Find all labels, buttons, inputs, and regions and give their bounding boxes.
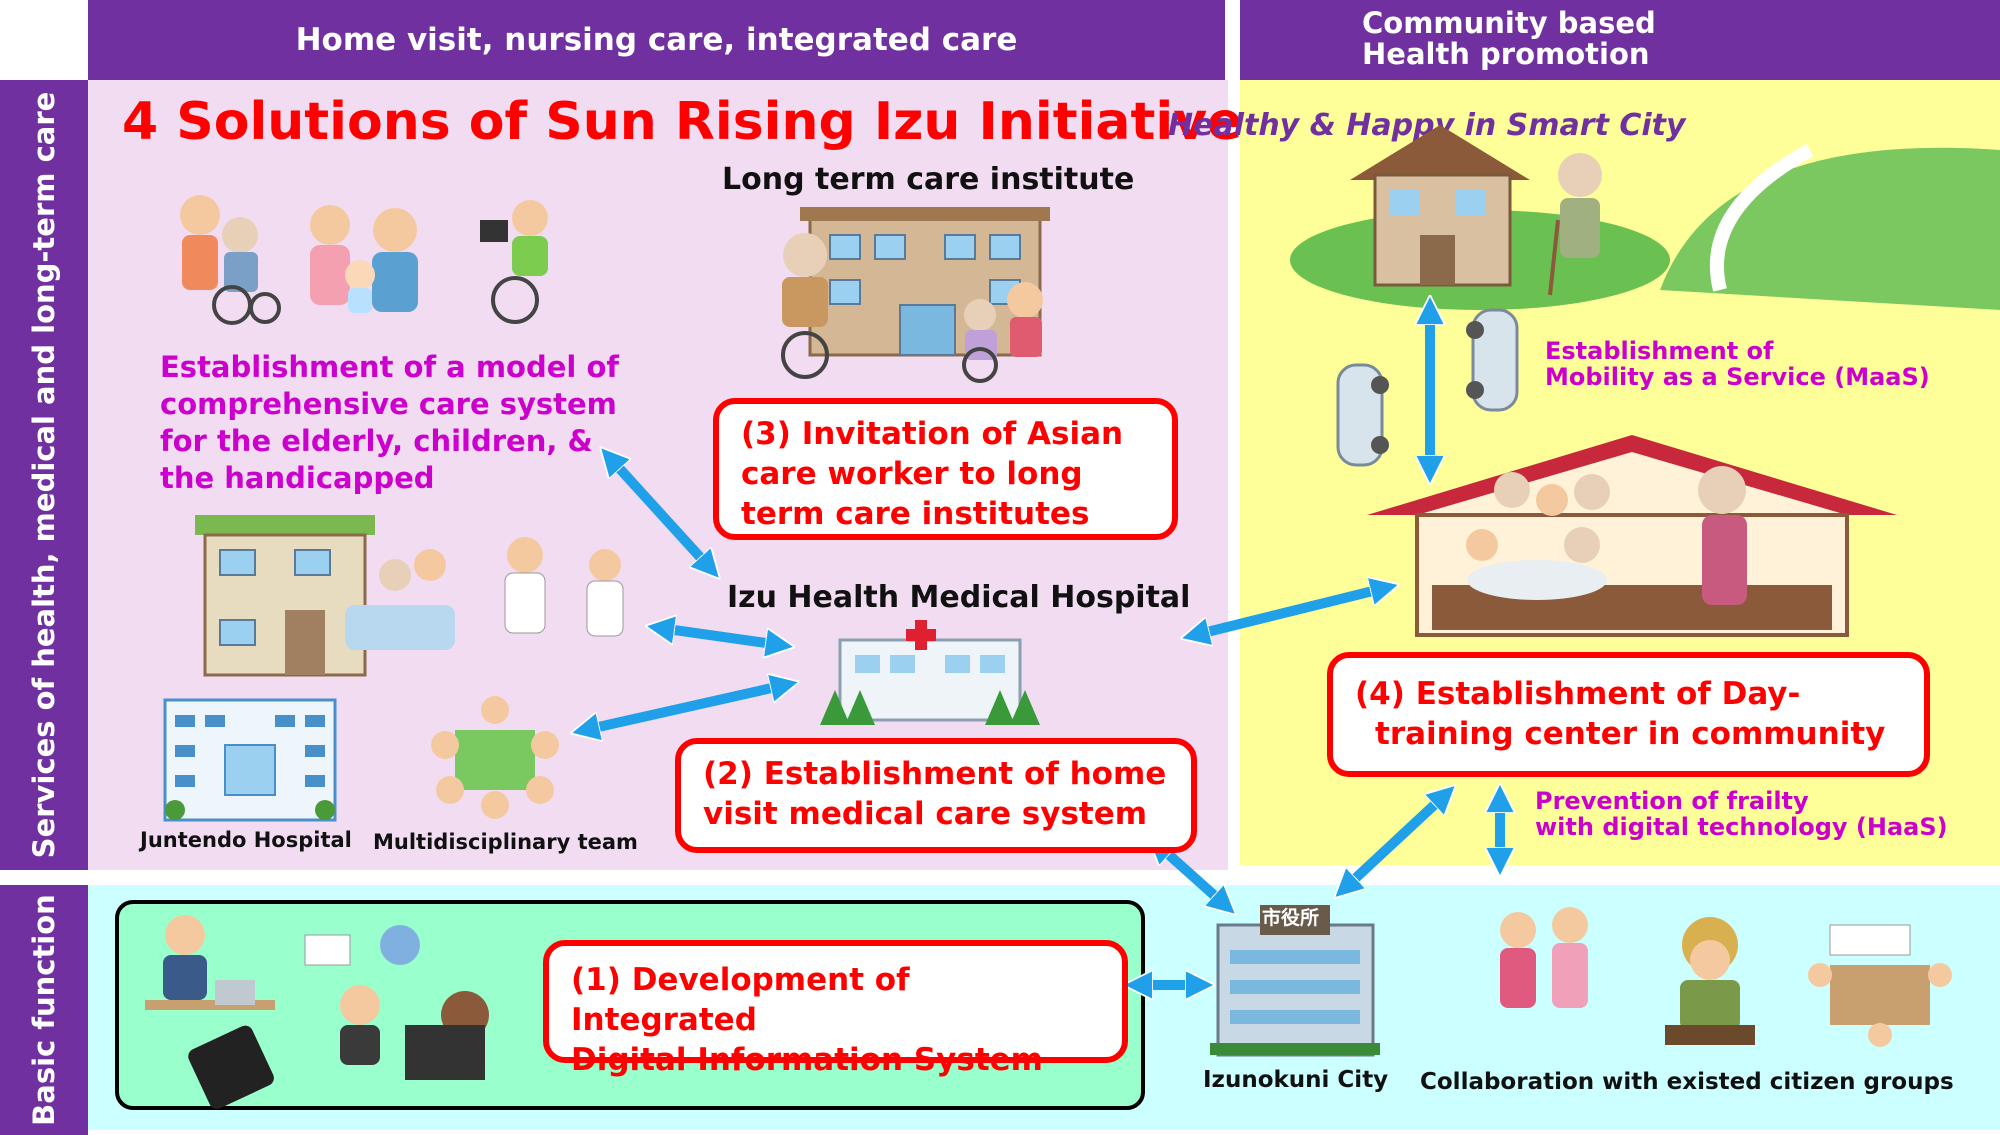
maas-text: Establishment of Mobility as a Service (… bbox=[1545, 338, 1930, 390]
solution-2-line1: (2) Establishment of home bbox=[703, 754, 1169, 794]
model-line4: the handicapped bbox=[160, 460, 619, 497]
solution-2-box: (2) Establishment of home visit medical … bbox=[675, 738, 1197, 853]
model-line2: comprehensive care system bbox=[160, 386, 619, 423]
citizen-groups-label: Collaboration with existed citizen group… bbox=[1420, 1069, 1954, 1095]
arrow-city-daycenter bbox=[1345, 795, 1445, 888]
juntendo-label: Juntendo Hospital bbox=[140, 828, 352, 852]
solution-1-line2: Digital Information System bbox=[571, 1040, 1100, 1080]
care-institute-label: Long term care institute bbox=[722, 162, 1134, 197]
hospital-label: Izu Health Medical Hospital bbox=[727, 580, 1190, 615]
solution-1-box: (1) Development of Integrated Digital In… bbox=[543, 940, 1128, 1063]
arrow-house-hospital bbox=[660, 628, 780, 645]
arrow-team-hospital bbox=[585, 685, 785, 730]
solution-4-box: (4) Establishment of Day- training cente… bbox=[1327, 652, 1930, 777]
solution-4-line1: (4) Establishment of Day- bbox=[1355, 674, 1902, 714]
arrow-hospital-daycenter bbox=[1195, 588, 1385, 635]
model-line1: Establishment of a model of bbox=[160, 349, 619, 386]
arrow-model-hospital bbox=[610, 458, 710, 568]
haas-text: Prevention of frailty with digital techn… bbox=[1535, 788, 1948, 840]
haas-line1: Prevention of frailty bbox=[1535, 788, 1948, 814]
solution-3-line2: care worker to long bbox=[741, 454, 1150, 494]
solution-3-line3: term care institutes bbox=[741, 494, 1150, 534]
model-line3: for the elderly, children, & bbox=[160, 423, 619, 460]
arrow-solution2-city bbox=[1158, 845, 1225, 905]
solution-1-line1: (1) Development of Integrated bbox=[571, 960, 1100, 1040]
maas-line2: Mobility as a Service (MaaS) bbox=[1545, 364, 1930, 390]
solution-3-box: (3) Invitation of Asian care worker to l… bbox=[713, 398, 1178, 540]
city-label: Izunokuni City bbox=[1203, 1067, 1388, 1093]
team-label: Multidisciplinary team bbox=[373, 830, 638, 854]
haas-line2: with digital technology (HaaS) bbox=[1535, 814, 1948, 840]
solution-4-line2: training center in community bbox=[1355, 714, 1902, 754]
solution-2-line2: visit medical care system bbox=[703, 794, 1169, 834]
maas-line1: Establishment of bbox=[1545, 338, 1930, 364]
comprehensive-model-text: Establishment of a model of comprehensiv… bbox=[160, 349, 619, 497]
solution-3-line1: (3) Invitation of Asian bbox=[741, 414, 1150, 454]
